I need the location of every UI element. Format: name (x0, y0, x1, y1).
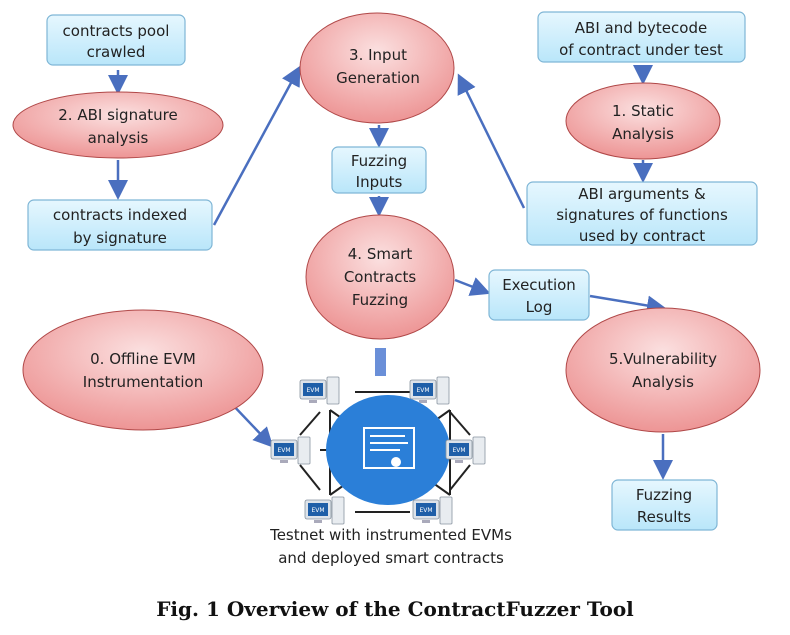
label: ABI and bytecode (575, 19, 707, 37)
box-contracts-indexed (27, 199, 213, 251)
box-contracts-pool (46, 14, 186, 66)
label: Analysis (612, 125, 674, 143)
testnet-label: and deployed smart contracts (278, 549, 504, 567)
evm-node: EVM (409, 376, 450, 405)
ellipse-abi-signature-analysis (12, 91, 224, 159)
label: ABI arguments & (578, 185, 706, 203)
ellipse-smart-contracts-fuzzing (305, 214, 455, 340)
ellipse-input-generation (299, 12, 455, 124)
label: contracts pool (63, 22, 170, 40)
label: Fuzzing (636, 486, 692, 504)
labels: contracts pool crawled 2. ABI signature … (53, 19, 728, 621)
arrow-indexed-to-input (212, 65, 301, 226)
ellipse-offline-evm (22, 309, 264, 431)
label: Generation (336, 69, 420, 87)
testnet-network: EVM EVM EVM EVM EVM EVM (270, 376, 486, 525)
box-fuzzing-results (611, 479, 718, 531)
label: 3. Input (349, 46, 407, 64)
label: analysis (88, 129, 149, 147)
testnet-label: Testnet with instrumented EVMs (269, 526, 512, 544)
svg-text:EVM: EVM (416, 387, 429, 394)
evm-node: EVM (299, 376, 340, 405)
evm-node: EVM (412, 496, 453, 525)
ellipse-vulnerability-analysis (565, 307, 761, 433)
evm-node: EVM (270, 436, 311, 465)
label: Results (637, 508, 691, 526)
label: Inputs (356, 173, 403, 191)
label: crawled (87, 43, 146, 61)
label: Instrumentation (83, 373, 203, 391)
label: 1. Static (612, 102, 674, 120)
arrow-offline-to-evm (229, 401, 274, 448)
ellipse-static-analysis (565, 82, 721, 160)
label: used by contract (579, 227, 705, 245)
box-fuzzing-inputs (331, 146, 427, 194)
box-abi-arguments (526, 181, 758, 246)
label: 5.Vulnerability (609, 350, 717, 368)
label: contracts indexed (53, 206, 187, 224)
box-execution-log (488, 269, 590, 321)
arrow-args-to-input (457, 73, 526, 209)
certificate-icon (363, 427, 415, 469)
svg-text:EVM: EVM (311, 507, 324, 514)
label: Fuzzing (352, 291, 408, 309)
svg-text:EVM: EVM (306, 387, 319, 394)
label: by signature (73, 229, 167, 247)
connector-bar (375, 348, 386, 376)
arrow-log-to-vuln (589, 294, 667, 316)
svg-text:EVM: EVM (419, 507, 432, 514)
figure-caption: Fig. 1 Overview of the ContractFuzzer To… (156, 597, 634, 621)
label: signatures of functions (556, 206, 728, 224)
label: 4. Smart (348, 245, 413, 263)
evm-node: EVM (304, 496, 345, 525)
box-abi-bytecode (537, 11, 746, 63)
svg-text:EVM: EVM (277, 447, 290, 454)
label: Log (526, 298, 553, 316)
label: Contracts (344, 268, 417, 286)
label: of contract under test (559, 41, 723, 59)
label: Fuzzing (351, 152, 407, 170)
label: 0. Offline EVM (90, 350, 196, 368)
svg-text:EVM: EVM (452, 447, 465, 454)
arrows (108, 65, 673, 480)
label: Execution (502, 276, 576, 294)
label: 2. ABI signature (58, 106, 177, 124)
arrow-smart-to-log (454, 277, 491, 296)
evm-node: EVM (445, 436, 486, 465)
label: Analysis (632, 373, 694, 391)
